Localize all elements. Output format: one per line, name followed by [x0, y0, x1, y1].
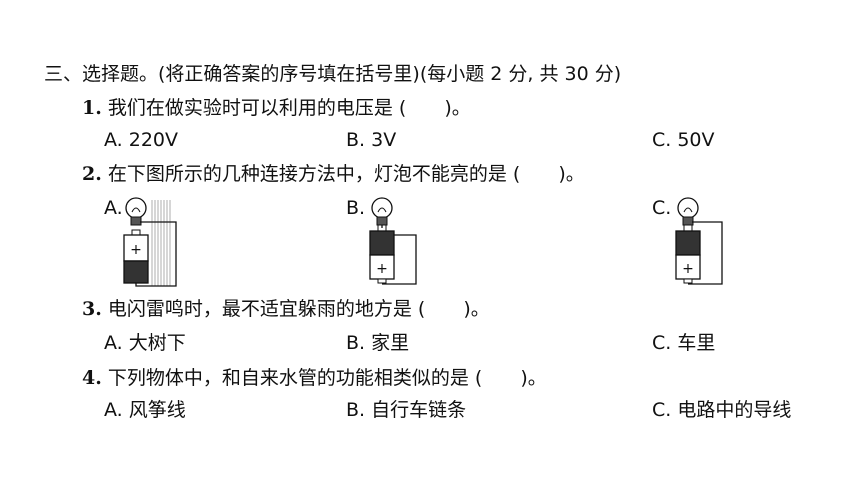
question-text: 在下图所示的几种连接方法中，灯泡不能亮的是 ( )。 [107, 163, 585, 185]
bulb-icon [125, 197, 147, 226]
option-1c[interactable]: C. 50V [652, 129, 715, 151]
question-number: 2. [82, 163, 102, 185]
circuit-diagram-a: + [123, 197, 177, 287]
question-text: 我们在做实验时可以利用的电压是 ( )。 [107, 97, 471, 119]
question-1: 1. 我们在做实验时可以利用的电压是 ( )。 [82, 96, 471, 120]
battery-plus-label: + [130, 242, 142, 258]
question-number: 1. [82, 97, 102, 119]
wire [135, 221, 177, 287]
wire [688, 221, 723, 285]
option-3b[interactable]: B. 家里 [346, 332, 410, 354]
battery-plus-label: + [682, 261, 694, 277]
option-3c[interactable]: C. 车里 [652, 332, 716, 354]
circuit-diagram-c: + [675, 197, 723, 285]
question-2: 2. 在下图所示的几种连接方法中，灯泡不能亮的是 ( )。 [82, 162, 585, 186]
bulb-icon [677, 197, 699, 226]
hatch-pattern [151, 200, 171, 286]
option-4b[interactable]: B. 自行车链条 [346, 399, 467, 421]
option-2b[interactable]: B. [346, 197, 366, 219]
battery-icon [123, 234, 149, 284]
question-number: 3. [82, 298, 102, 320]
wire [381, 225, 417, 285]
option-3a[interactable]: A. 大树下 [104, 332, 186, 354]
circuit-diagram-b: + [369, 197, 417, 285]
bulb-icon [371, 197, 393, 226]
option-4a[interactable]: A. 风筝线 [104, 399, 186, 421]
option-1a[interactable]: A. 220V [104, 129, 179, 151]
question-number: 4. [82, 367, 102, 389]
battery-icon [675, 230, 701, 284]
question-text: 下列物体中，和自来水管的功能相类似的是 ( )。 [107, 367, 547, 389]
option-2c[interactable]: C. [652, 197, 672, 219]
question-text: 电闪雷鸣时，最不适宜躲雨的地方是 ( )。 [107, 298, 490, 320]
battery-plus-label: + [376, 261, 388, 277]
option-1b[interactable]: B. 3V [346, 129, 397, 151]
question-4: 4. 下列物体中，和自来水管的功能相类似的是 ( )。 [82, 366, 547, 390]
option-2a[interactable]: A. [104, 197, 123, 219]
section-heading: 三、选择题。(将正确答案的序号填在括号里)(每小题 2 分, 共 30 分) [44, 63, 622, 85]
battery-icon [369, 230, 395, 284]
option-4c[interactable]: C. 电路中的导线 [652, 399, 792, 421]
question-3: 3. 电闪雷鸣时，最不适宜躲雨的地方是 ( )。 [82, 297, 490, 321]
